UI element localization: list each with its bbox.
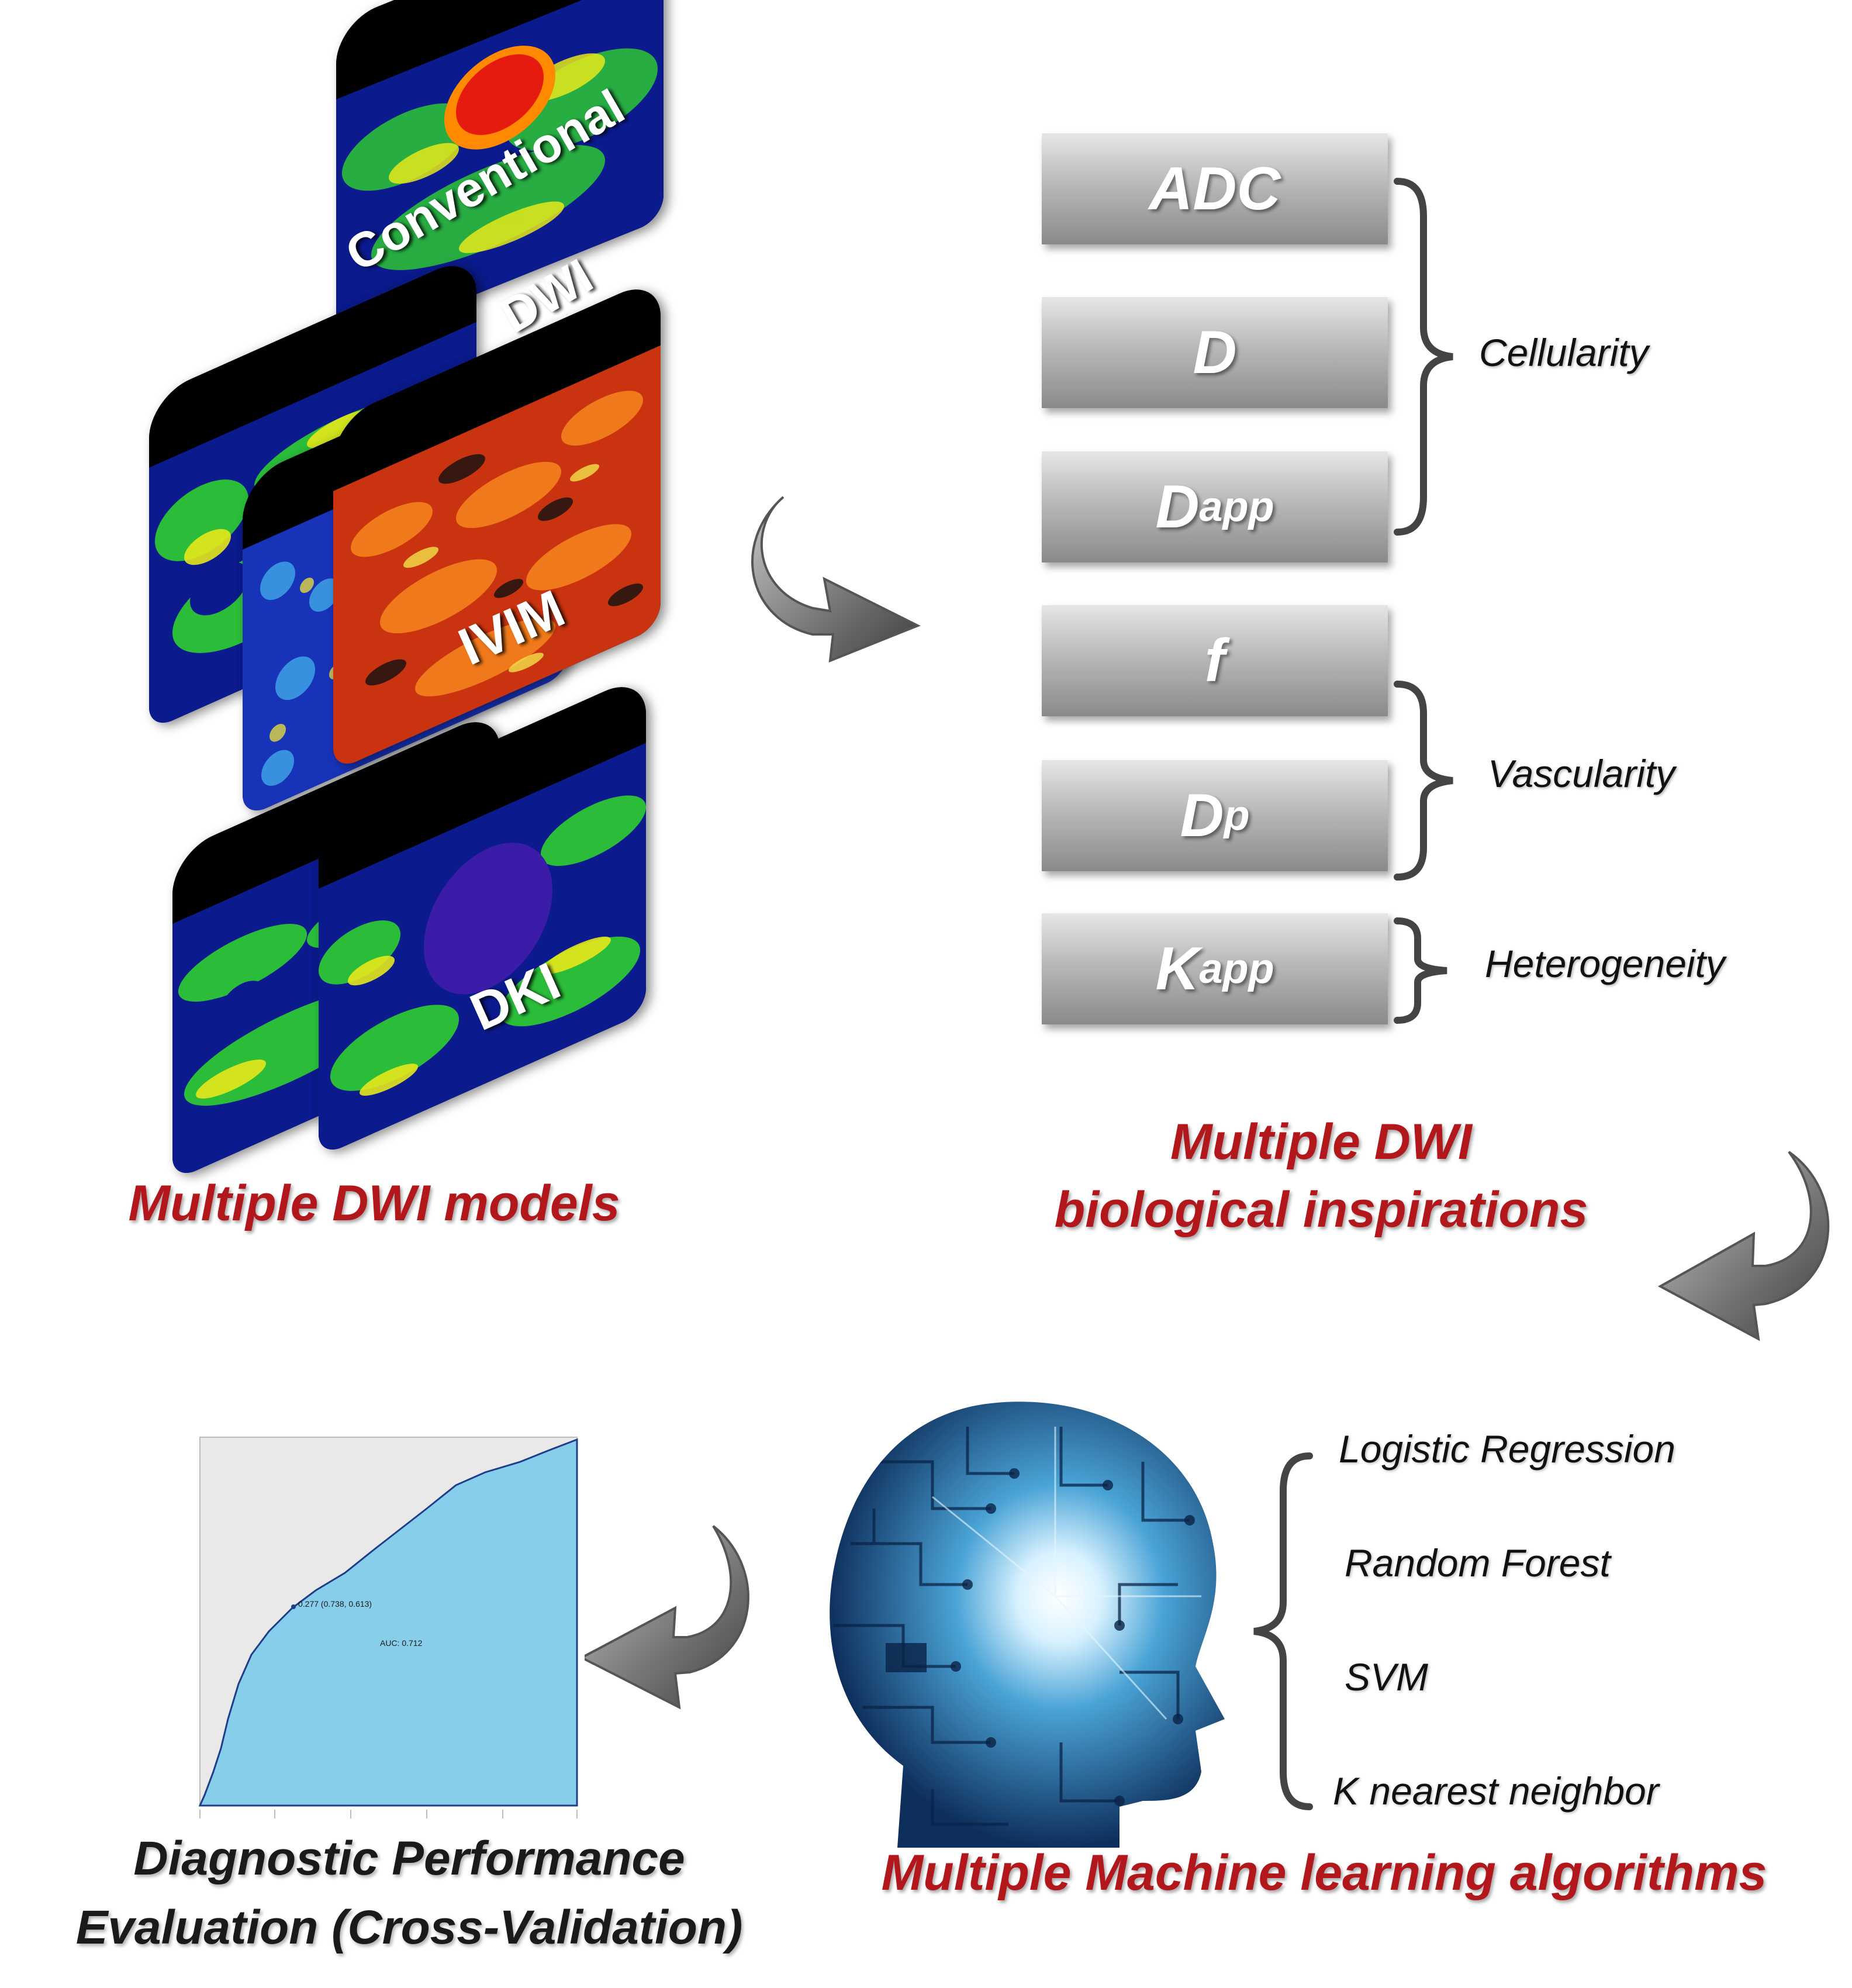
curved-arrow-icon-3 — [579, 1525, 749, 1710]
ml-algorithms-heading: Multiple Machine learning algorithms — [881, 1845, 1767, 1901]
roc-curve-panel: 0.277 (0.738, 0.613) AUC: 0.712 — [193, 1421, 585, 1830]
roc-point-label: 0.277 (0.738, 0.613) — [298, 1599, 372, 1609]
algorithm-svm: SVM — [1345, 1655, 1429, 1699]
conventional-dwi-map — [336, 0, 664, 351]
ivim-map-front — [333, 275, 661, 772]
param-box-f: f — [1042, 605, 1388, 716]
param-kapp-label: K — [1155, 934, 1200, 1003]
brace-vascularity — [1394, 681, 1453, 881]
param-box-adc: ADC — [1042, 133, 1388, 244]
biological-heading-line1: Multiple DWI — [1170, 1114, 1472, 1170]
param-adc-label: ADC — [1149, 154, 1281, 223]
dki-map-front — [319, 672, 646, 1158]
evaluation-heading-line1: Diagnostic Performance — [133, 1832, 685, 1885]
param-f-label: f — [1204, 626, 1225, 695]
brace-algorithms — [1253, 1452, 1313, 1810]
algorithm-logistic-regression: Logistic Regression — [1339, 1427, 1675, 1471]
curved-arrow-icon-2 — [1657, 1151, 1830, 1341]
brace-cellularity — [1394, 178, 1453, 536]
param-d-label: D — [1193, 318, 1237, 386]
param-dp-sub: p — [1224, 792, 1250, 839]
evaluation-heading: Diagnostic Performance Evaluation (Cross… — [0, 1824, 818, 1962]
curved-arrow-icon-1 — [751, 496, 921, 663]
cellularity-label: Cellularity — [1479, 331, 1649, 374]
algorithm-random-forest: Random Forest — [1345, 1541, 1611, 1585]
param-dapp-sub: app — [1199, 484, 1274, 530]
param-box-d: D — [1042, 297, 1388, 408]
roc-auc-label: AUC: 0.712 — [380, 1638, 423, 1648]
param-dp-label: D — [1180, 781, 1224, 850]
brace-heterogeneity — [1394, 917, 1447, 1024]
roc-area — [198, 1438, 578, 1807]
vascularity-label: Vascularity — [1488, 752, 1675, 795]
param-dapp-label: D — [1155, 472, 1200, 541]
biological-heading-line2: biological inspirations — [1054, 1182, 1588, 1238]
heterogeneity-label: Heterogeneity — [1485, 942, 1725, 985]
dwi-models-heading: Multiple DWI models — [128, 1175, 620, 1231]
algorithm-knn: K nearest neighbor — [1333, 1769, 1659, 1813]
circuit-head-icon — [816, 1392, 1236, 1848]
evaluation-heading-line2: Evaluation (Cross-Validation) — [75, 1901, 743, 1954]
param-kapp-sub: app — [1199, 945, 1274, 992]
biological-inspirations-heading: Multiple DWI biological inspirations — [970, 1108, 1672, 1244]
